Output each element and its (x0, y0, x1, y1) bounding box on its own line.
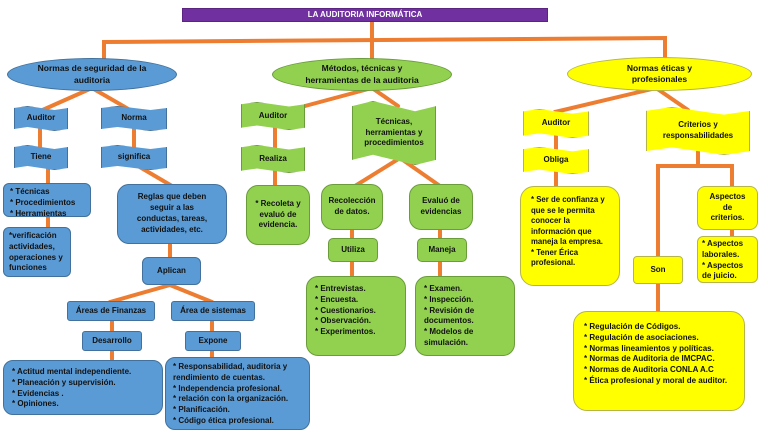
list-item: * Normas de Auditoria CONLA A.C (584, 365, 714, 375)
desarrollo-list: * Actitud mental independiente. * Planea… (3, 360, 163, 415)
connector (168, 283, 214, 304)
node-realiza: Realiza (241, 145, 305, 173)
node-maneja: Maneja (417, 238, 467, 262)
list-item: * Independencia profesional. (173, 383, 282, 393)
obliga-list: * Ser de confianza y que se le permita c… (520, 186, 620, 286)
maneja-list: * Examen. * Inspección. * Revisión de do… (415, 276, 515, 356)
list-item: * Modelos de simulación. (424, 327, 474, 347)
node-utiliza: Utiliza (328, 238, 378, 262)
node-auditor-seguridad: Auditor (14, 106, 68, 131)
node-tiene: Tiene (14, 145, 68, 170)
list-item: * Código ética profesional. (173, 415, 274, 425)
aspectos-list: * Aspectos laborales. * Aspectos de juic… (697, 236, 758, 283)
list-item: * Examen. (424, 284, 463, 293)
node-tecnicas: Técnicas, herramientas y procedimientos (352, 101, 436, 165)
node-expone: Expone (185, 331, 241, 351)
list-item: * Responsabilidad, auditoria y rendimien… (173, 362, 288, 382)
tiene-list: * Técnicas * Procedimientos * Herramient… (3, 183, 91, 218)
connector (108, 283, 172, 304)
list-item: * Ética profesional y moral de auditor. (584, 375, 728, 385)
connector (353, 156, 402, 188)
list-item: * Experimentos. (315, 327, 376, 337)
connector (136, 164, 174, 188)
list-item: * Normas de Auditoria de IMCPAC. (584, 354, 715, 364)
utiliza-list: * Entrevistas. * Encuesta. * Cuestionari… (306, 276, 406, 356)
list-item: * Planificación. (173, 405, 230, 415)
realiza-box: * Recoleta y evaluó de evidencia. (246, 185, 310, 245)
list-item: * Actitud mental independiente. (12, 367, 132, 376)
list-item: * Regulación de Códigos. (584, 322, 681, 331)
node-norma: Norma (101, 106, 167, 131)
list-item: * Tener Érica profesional. (531, 247, 579, 268)
node-significa: significa (101, 145, 167, 170)
node-criterios: Criterios y responsabilidades (646, 107, 750, 155)
connector (696, 164, 734, 188)
list-item: * Entrevistas. (315, 284, 366, 293)
node-recoleccion: Recolección de datos. (321, 184, 383, 230)
connector (102, 35, 667, 62)
node-auditor-metodos: Auditor (241, 102, 305, 130)
connector (36, 86, 94, 114)
verificacion-box: *verificación actividades, operaciones y… (3, 227, 71, 277)
list-item: * Aspectos laborales. (702, 239, 744, 259)
page-title: LA AUDITORIA INFORMÁTICA (182, 8, 548, 22)
list-item: * Planeación y supervisión. (12, 377, 116, 387)
connector (654, 86, 690, 112)
list-item: * Regulación de asociaciones. (584, 332, 699, 342)
list-item: * Aspectos de juicio. (702, 260, 744, 281)
list-item: * Ser de confianza y que se le permita c… (531, 195, 605, 247)
node-obliga: Obliga (523, 147, 589, 174)
connector (303, 86, 374, 108)
list-item: * Cuestionarios. (315, 305, 376, 315)
list-item: * relación con la organización. (173, 394, 289, 404)
list-item: * Técnicas (10, 187, 50, 196)
connector (90, 86, 132, 112)
expone-list: * Responsabilidad, auditoria y rendimien… (165, 357, 310, 430)
list-item: * Revisión de documentos. (424, 305, 475, 326)
list-item: * Evidencias . (12, 388, 64, 398)
node-aplican: Aplican (142, 257, 201, 285)
node-son: Son (633, 256, 683, 284)
list-item: * Inspección. (424, 294, 474, 304)
list-item: * Herramientas (10, 208, 67, 218)
node-areas-finanzas: Áreas de Finanzas (67, 301, 155, 321)
son-list: * Regulación de Códigos. * Regulación de… (573, 311, 745, 411)
node-desarrollo: Desarrollo (82, 331, 142, 351)
node-area-sistemas: Área de sistemas (171, 301, 255, 321)
node-evaluo: Evaluó de evidencias (409, 184, 473, 230)
reglas-box: Reglas que deben seguir a las conductas,… (117, 184, 227, 244)
list-item: * Opiniones. (12, 399, 59, 409)
branch-normas-eticas: Normas éticas y profesionales (567, 57, 752, 91)
list-item: * Observación. (315, 316, 372, 326)
list-item: * Encuesta. (315, 294, 359, 304)
branch-metodos: Métodos, técnicas y herramientas de la a… (272, 58, 452, 91)
connector (656, 150, 700, 258)
list-item: * Procedimientos (10, 197, 76, 207)
node-aspectos-criterios: Aspectos de criterios. (697, 186, 758, 230)
list-item: * Normas lineamientos y políticas. (584, 343, 714, 353)
branch-normas-seguridad: Normas de seguridad de la auditoria (7, 58, 177, 91)
node-auditor-eticas: Auditor (523, 109, 589, 138)
connector (370, 86, 400, 108)
connector (553, 86, 658, 114)
